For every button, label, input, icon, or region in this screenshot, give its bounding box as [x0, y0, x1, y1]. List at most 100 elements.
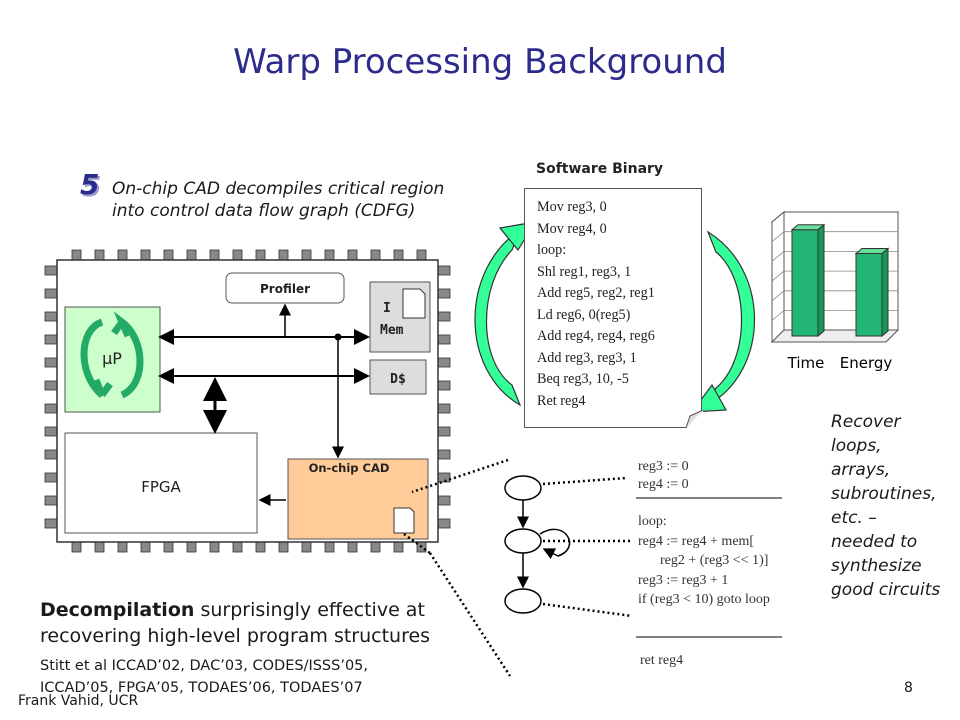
chip-pin — [324, 249, 335, 261]
chip-pin — [232, 249, 243, 261]
chip-pin — [44, 495, 58, 506]
chip-pin — [44, 311, 58, 322]
chip-pin — [437, 357, 451, 368]
chip-pin — [393, 541, 404, 553]
chip-pin — [140, 541, 151, 553]
chip-pin — [232, 541, 243, 553]
chip-pin — [44, 449, 58, 460]
chip-pin — [393, 249, 404, 261]
bar-energy — [855, 253, 883, 337]
binary-line: Add reg3, reg3, 1 — [537, 349, 637, 366]
cdfg-code-line: if (reg3 < 10) goto loop — [638, 592, 770, 607]
cdfg-code-line: reg4 := reg4 + mem[ — [638, 533, 755, 549]
citation-line-2: ICCAD’05, FPGA’05, TODAES’06, TODAES’07 — [40, 680, 363, 696]
chip-pin — [186, 541, 197, 553]
cdfg-code-line: reg3 := 0 — [638, 459, 689, 474]
recover-line: needed to — [831, 532, 918, 552]
cdfg-node-3 — [504, 588, 542, 614]
chip-pin — [44, 426, 58, 437]
chip-pin — [324, 541, 335, 553]
chip-pin — [437, 380, 451, 391]
binary-line: Add reg4, reg4, reg6 — [537, 328, 655, 344]
decompilation-rest: surprisingly effective at — [194, 599, 425, 621]
chip-pin — [437, 334, 451, 345]
cdfg-node-2 — [504, 528, 542, 554]
cdfg-block-2: loop: reg4 := reg4 + mem[ reg2 + (reg3 <… — [638, 512, 770, 610]
bar-time — [791, 229, 819, 337]
binary-line: Ret reg4 — [537, 392, 586, 409]
chip-pin — [437, 495, 451, 506]
decompilation-line-2: recovering high-level program structures — [40, 625, 431, 647]
chip-pin — [437, 288, 451, 299]
chip-pin — [209, 249, 220, 261]
bar-label-time: Time — [787, 354, 825, 372]
chip-pin — [44, 265, 58, 276]
chip-pin — [370, 541, 381, 553]
imem-label-2: Mem — [380, 323, 404, 338]
chip-pin — [44, 357, 58, 368]
cdfg-code-line: reg3 := reg3 + 1 — [638, 572, 729, 588]
chip-pin — [44, 334, 58, 345]
chip-pin — [301, 249, 312, 261]
bar-side-energy — [881, 247, 889, 338]
decompilation-note: Decompilation surprisingly effective at … — [40, 597, 430, 649]
chip-pin — [278, 249, 289, 261]
cad-label: On-chip CAD — [309, 461, 390, 475]
recover-line: loops, — [831, 436, 882, 456]
dcache-label: D$ — [390, 372, 406, 387]
chip-pin — [437, 311, 451, 322]
chip-pin — [163, 541, 174, 553]
citations: Stitt et al ICCAD’02, DAC’03, CODES/ISSS… — [40, 655, 368, 699]
chip-pin — [44, 518, 58, 529]
page-number: 8 — [904, 680, 913, 696]
decompilation-line-1: Decompilation surprisingly effective at — [40, 597, 430, 623]
chip-pin — [437, 472, 451, 483]
chip-pin — [44, 472, 58, 483]
chip-pin — [416, 249, 427, 261]
cdfg-block-1: reg3 := 0 reg4 := 0 — [638, 458, 689, 494]
imem-label-1: I — [383, 301, 391, 316]
step-number: 5 — [80, 168, 100, 201]
chip-pin — [117, 541, 128, 553]
up-left-circular-arrow — [80, 318, 113, 398]
chip-pin — [71, 541, 82, 553]
chip-pin — [301, 541, 312, 553]
recover-line: etc. – — [831, 508, 877, 528]
cdfg-code-line: reg2 + (reg3 << 1)] — [660, 553, 769, 568]
chip-pin — [44, 380, 58, 391]
chip-pin — [370, 249, 381, 261]
chip-pin — [44, 403, 58, 414]
recover-line: arrays, — [831, 460, 891, 480]
chip-pin — [278, 541, 289, 553]
chip-pin — [44, 288, 58, 299]
chip-pin — [255, 541, 266, 553]
cdfg-graph — [403, 458, 782, 677]
profiler-box — [225, 272, 345, 304]
up-right-circular-arrow — [111, 311, 144, 399]
chip-pin — [437, 265, 451, 276]
chip-pin — [94, 541, 105, 553]
chip-pin — [186, 249, 197, 261]
chip-pin — [255, 249, 266, 261]
recover-line: synthesize — [831, 556, 922, 576]
step-text-line-1: On-chip CAD decompiles critical region — [112, 179, 445, 199]
recover-note: Recover loops, arrays, subroutines, etc.… — [831, 410, 940, 602]
cad-document-icon — [393, 507, 415, 534]
recover-line: Recover — [831, 412, 901, 432]
chip-pin — [140, 249, 151, 261]
cdfg-code-line: reg4 := 0 — [638, 477, 689, 492]
step-description: On-chip CAD decompiles critical region i… — [112, 178, 444, 222]
recover-line: subroutines, — [831, 484, 937, 504]
chip-pin — [347, 249, 358, 261]
cdfg-code-line: ret reg4 — [640, 653, 684, 668]
chip-pin — [437, 403, 451, 414]
chip-pin — [163, 249, 174, 261]
fpga-box — [64, 432, 258, 534]
binary-line: loop: — [537, 242, 567, 258]
decompilation-bold: Decompilation — [40, 599, 195, 621]
binary-line: Beq reg3, 10, -5 — [537, 371, 629, 387]
bar-side-time — [817, 223, 825, 338]
cdfg-block-3: ret reg4 — [640, 652, 683, 670]
left-curved-arrow — [474, 228, 522, 407]
